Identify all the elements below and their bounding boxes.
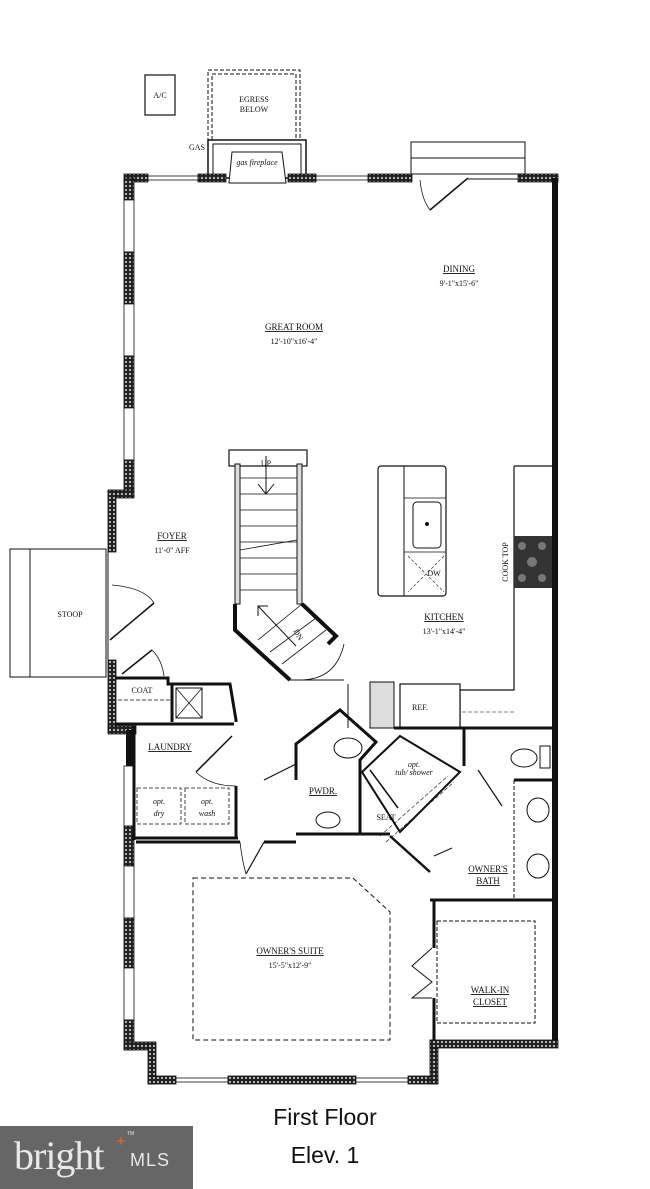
coat-laundry-walls: opt. COAT bbox=[116, 649, 238, 726]
great-room-dims: 12'-10"x16'-4" bbox=[271, 337, 318, 346]
trademark: TM bbox=[127, 1131, 135, 1137]
interior-walls: opt. tub/ shower SEAT bbox=[136, 681, 552, 1040]
exterior-walls bbox=[107, 173, 559, 1085]
walk-in-closet-shelving bbox=[436, 920, 536, 1024]
svg-text:opt.: opt. bbox=[408, 760, 420, 769]
svg-text:SEAT: SEAT bbox=[376, 813, 395, 822]
svg-text:UP: UP bbox=[261, 459, 272, 468]
kitchen-counter: COOK TOP REF. bbox=[399, 465, 552, 729]
foyer-dims: 11'-0" AFF bbox=[154, 546, 190, 555]
floor-subtitle: Elev. 1 bbox=[290, 1142, 360, 1168]
kitchen-island: DW bbox=[377, 465, 447, 597]
bright-mls-watermark: bright TM MLS bbox=[0, 1126, 193, 1189]
owners-suite-label: OWNER'S SUITE bbox=[256, 946, 324, 956]
foyer-label: FOYER bbox=[157, 531, 187, 541]
dining-label: DINING bbox=[443, 264, 475, 274]
svg-text:DW: DW bbox=[427, 569, 441, 578]
svg-text:GAS: GAS bbox=[189, 143, 205, 152]
brand-suffix: MLS bbox=[130, 1150, 171, 1170]
svg-text:opt.: opt. bbox=[201, 797, 213, 806]
star-icon bbox=[116, 1136, 126, 1146]
svg-text:A/C: A/C bbox=[153, 91, 166, 100]
owners-suite-tray-ceiling bbox=[192, 877, 391, 1041]
great-room-label: GREAT ROOM bbox=[265, 322, 323, 332]
dining-door bbox=[419, 177, 518, 211]
svg-text:STOOP: STOOP bbox=[57, 610, 83, 619]
ac-unit: A/C bbox=[144, 74, 176, 116]
laundry-room: opt. dry opt. wash bbox=[132, 726, 238, 840]
kitchen-label: KITCHEN bbox=[424, 612, 464, 622]
svg-text:BELOW: BELOW bbox=[240, 105, 269, 114]
brand-text: bright bbox=[14, 1133, 105, 1178]
stoop: STOOP bbox=[9, 548, 107, 678]
front-door bbox=[107, 552, 155, 660]
svg-text:REF.: REF. bbox=[412, 703, 428, 712]
svg-text:EGRESS: EGRESS bbox=[239, 95, 269, 104]
svg-text:wash: wash bbox=[199, 809, 215, 818]
floor-title: First Floor bbox=[273, 1104, 377, 1130]
coat-label: COAT bbox=[132, 686, 153, 695]
walk-in-closet-label: WALK-IN bbox=[471, 985, 510, 995]
svg-text:opt.: opt. bbox=[153, 797, 165, 806]
dining-bay bbox=[410, 141, 526, 175]
walk-in-closet-label-2: CLOSET bbox=[473, 997, 508, 1007]
powder-label: PWDR. bbox=[309, 786, 337, 796]
owners-bath-label-2: BATH bbox=[476, 876, 500, 886]
laundry-label: LAUNDRY bbox=[148, 742, 192, 752]
kitchen-dims: 13'-1"x14'-4" bbox=[423, 627, 466, 636]
svg-text:COOK TOP: COOK TOP bbox=[501, 542, 510, 582]
gas-fireplace: gas fireplace GAS bbox=[189, 139, 307, 184]
owners-suite-dims: 15'-5"x12'-9" bbox=[269, 961, 312, 970]
owners-bath-label: OWNER'S bbox=[468, 864, 508, 874]
svg-text:DN: DN bbox=[291, 627, 305, 642]
svg-text:tub/ shower: tub/ shower bbox=[395, 768, 433, 777]
dining-dims: 9'-1"x15'-6" bbox=[440, 279, 479, 288]
room-labels: GREAT ROOM 12'-10"x16'-4" DINING 9'-1"x1… bbox=[148, 264, 509, 1007]
svg-text:gas fireplace: gas fireplace bbox=[236, 158, 278, 167]
staircase: DN UP bbox=[228, 449, 345, 682]
svg-text:dry: dry bbox=[154, 809, 165, 818]
egress-well: EGRESS BELOW bbox=[207, 69, 301, 141]
